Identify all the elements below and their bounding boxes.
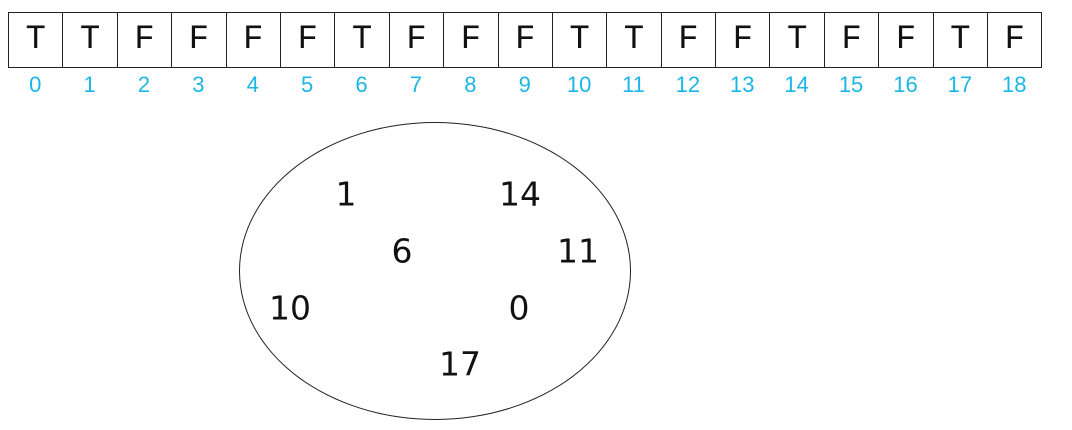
array-cell-11: T: [606, 12, 662, 68]
array-index-0: 0: [29, 72, 42, 97]
array-cell-14: T: [769, 12, 825, 68]
set-member-14: 14: [499, 174, 541, 214]
array-index-3: 3: [192, 72, 205, 97]
array-cell-15: F: [823, 12, 880, 68]
array-cell-10: T: [551, 12, 608, 68]
array-index-1: 1: [83, 72, 96, 97]
array-index-7: 7: [409, 72, 423, 97]
array-index-17: 17: [947, 72, 973, 97]
array-index-14: 14: [784, 72, 809, 97]
array-index-13: 13: [730, 72, 755, 97]
set-member-17: 17: [439, 344, 481, 384]
array-cell-8: F: [443, 12, 499, 68]
array-index-12: 12: [675, 72, 701, 97]
array-index-5: 5: [301, 72, 314, 97]
set-member-10: 10: [269, 288, 311, 328]
set-member-0: 0: [508, 288, 530, 328]
array-index-9: 9: [518, 72, 531, 97]
array-cell-1: T: [62, 12, 118, 68]
array-cell-16: F: [878, 12, 934, 68]
array-cell-6: T: [334, 12, 390, 68]
set-member-6: 6: [391, 231, 413, 271]
array-cell-18: F: [987, 12, 1043, 68]
array-index-11: 11: [622, 72, 645, 97]
array-index-16: 16: [893, 72, 918, 97]
array-index-2: 2: [137, 72, 151, 97]
array-index-10: 10: [566, 72, 592, 97]
array-cell-9: F: [497, 12, 553, 68]
set-member-11: 11: [557, 231, 599, 271]
array-cell-13: F: [715, 12, 771, 68]
array-cell-17: T: [932, 12, 989, 68]
array-index-8: 8: [464, 72, 477, 97]
array-cell-3: F: [171, 12, 227, 68]
array-index-18: 18: [1001, 72, 1027, 97]
set-member-1: 1: [335, 174, 357, 214]
array-cell-4: F: [225, 12, 281, 68]
array-cell-0: T: [8, 12, 64, 68]
array-cell-2: F: [116, 12, 173, 68]
array-index-6: 6: [355, 72, 368, 97]
array-cell-7: F: [388, 12, 445, 68]
array-index-4: 4: [246, 72, 259, 97]
array-cell-12: F: [660, 12, 717, 68]
array-cell-5: F: [279, 12, 336, 68]
set-ellipse: [239, 122, 631, 420]
array-index-15: 15: [838, 72, 864, 97]
